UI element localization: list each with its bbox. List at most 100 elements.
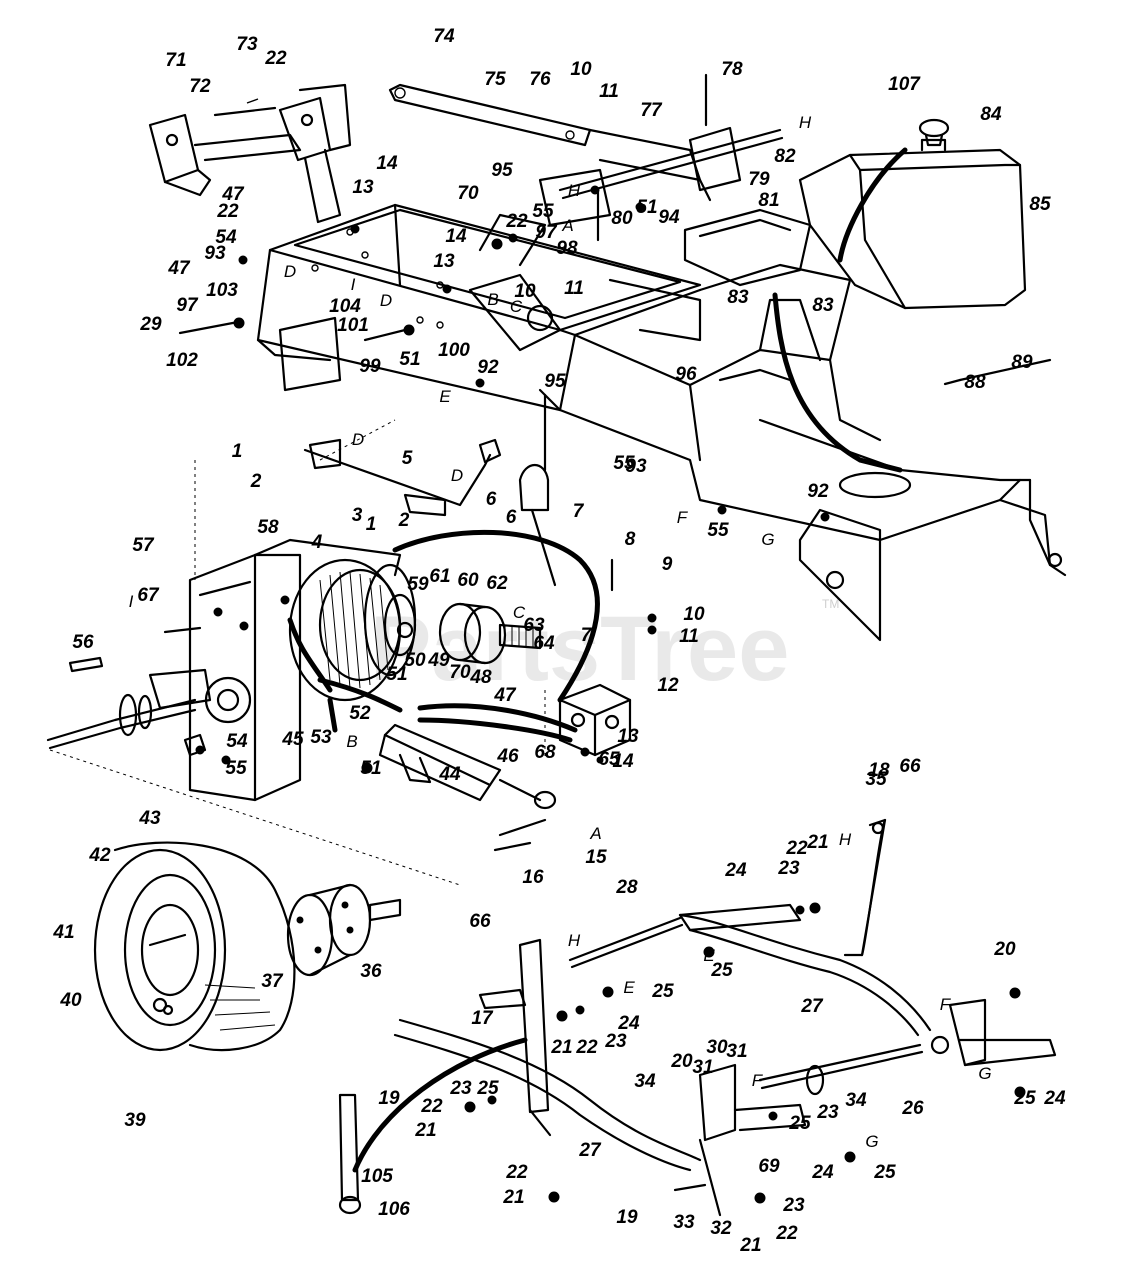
part-callout-55: 55 <box>225 758 247 779</box>
part-callout-65: 65 <box>598 749 620 770</box>
part-callout-57: 57 <box>132 535 155 556</box>
part-callout-7: 7 <box>581 625 593 646</box>
part-callout-44: 44 <box>438 764 461 785</box>
throttle-cable <box>943 358 1052 386</box>
connection-letter-d: D <box>380 291 392 310</box>
connection-letter-e: E <box>439 387 451 406</box>
part-callout-24: 24 <box>811 1162 834 1183</box>
part-callout-5: 5 <box>402 448 413 469</box>
part-callout-92: 92 <box>807 481 829 502</box>
part-callout-27: 27 <box>800 996 824 1017</box>
part-callout-97: 97 <box>176 295 199 316</box>
part-callout-15: 15 <box>585 847 607 868</box>
part-callout-28: 28 <box>615 877 638 898</box>
part-callout-25: 25 <box>873 1162 896 1183</box>
part-callout-46: 46 <box>496 746 519 767</box>
part-callout-20: 20 <box>993 939 1016 960</box>
part-callout-78: 78 <box>721 59 743 80</box>
part-callout-2: 2 <box>250 471 262 492</box>
part-callout-11: 11 <box>679 626 699 647</box>
part-callout-55: 55 <box>707 520 729 541</box>
part-callout-13: 13 <box>433 251 455 272</box>
part-callout-51: 51 <box>399 349 420 370</box>
connection-letter-i: I <box>351 275 356 294</box>
connection-letter-c: C <box>510 297 523 316</box>
part-callout-94: 94 <box>658 207 680 228</box>
part-callout-50: 50 <box>404 650 426 671</box>
part-callout-31: 31 <box>726 1041 747 1062</box>
part-callout-53: 53 <box>310 727 332 748</box>
part-callout-1: 1 <box>366 514 377 535</box>
part-callout-23: 23 <box>782 1195 805 1216</box>
part-callout-6: 6 <box>486 489 497 510</box>
part-callout-34: 34 <box>634 1071 656 1092</box>
part-callout-33: 33 <box>673 1212 695 1233</box>
part-callout-80: 80 <box>611 208 633 229</box>
part-callout-51: 51 <box>386 664 407 685</box>
control-rod <box>303 438 557 587</box>
connection-letter-d: D <box>451 466 463 485</box>
part-callout-23: 23 <box>816 1102 839 1123</box>
part-callout-76: 76 <box>529 69 551 90</box>
part-callout-21: 21 <box>739 1235 761 1256</box>
connection-letter-e: E <box>623 978 635 997</box>
part-callout-48: 48 <box>469 667 492 688</box>
part-callout-70: 70 <box>457 183 479 204</box>
part-callout-42: 42 <box>88 845 111 866</box>
part-callout-81: 81 <box>758 190 779 211</box>
part-callout-22: 22 <box>785 838 808 859</box>
part-callout-77: 77 <box>640 100 663 121</box>
part-callout-10: 10 <box>570 59 592 80</box>
part-callout-22: 22 <box>505 1162 528 1183</box>
part-callout-35: 35 <box>865 769 887 790</box>
part-callout-104: 104 <box>329 296 361 317</box>
part-callout-74: 74 <box>433 26 455 47</box>
lift-rod <box>538 126 784 227</box>
part-callout-102: 102 <box>166 350 198 371</box>
part-callout-82: 82 <box>774 146 796 167</box>
part-callout-68: 68 <box>534 742 556 763</box>
part-callout-36: 36 <box>360 961 382 982</box>
part-callout-22: 22 <box>575 1037 598 1058</box>
part-callout-25: 25 <box>710 960 733 981</box>
hydro-pump-fan <box>288 558 417 702</box>
part-callout-54: 54 <box>215 227 237 248</box>
part-callout-30: 30 <box>706 1037 728 1058</box>
part-callout-66: 66 <box>899 756 921 777</box>
connection-letter-h: H <box>568 931 581 950</box>
part-callout-98: 98 <box>556 238 578 259</box>
part-callout-93: 93 <box>204 243 226 264</box>
hydraulic-hoses <box>287 529 600 743</box>
connection-letter-d: D <box>284 262 296 281</box>
part-callout-85: 85 <box>1029 194 1051 215</box>
part-callout-95: 95 <box>491 160 513 181</box>
part-callout-39: 39 <box>124 1110 146 1131</box>
part-callout-41: 41 <box>52 922 74 943</box>
part-callout-96: 96 <box>675 364 697 385</box>
part-callout-63: 63 <box>523 615 545 636</box>
part-callout-7: 7 <box>573 501 585 522</box>
part-callout-23: 23 <box>604 1031 627 1052</box>
assembly-leaders <box>49 395 546 886</box>
control-valve <box>558 683 632 764</box>
part-callout-31: 31 <box>692 1057 713 1078</box>
part-callout-25: 25 <box>476 1078 499 1099</box>
part-callout-22: 22 <box>420 1096 443 1117</box>
part-callout-17: 17 <box>471 1008 494 1029</box>
part-callout-107: 107 <box>888 74 921 95</box>
axle-bracket-assembly <box>148 83 352 224</box>
part-callout-79: 79 <box>748 169 770 190</box>
part-callout-64: 64 <box>533 633 555 654</box>
part-callout-21: 21 <box>502 1187 524 1208</box>
part-callout-67: 67 <box>137 585 160 606</box>
part-callout-14: 14 <box>445 226 467 247</box>
part-callout-26: 26 <box>901 1098 924 1119</box>
part-callout-21: 21 <box>414 1120 436 1141</box>
watermark-text: PartsTree <box>370 598 789 700</box>
mower-lift-linkage <box>338 818 1057 1217</box>
part-callout-13: 13 <box>352 177 374 198</box>
part-callout-56: 56 <box>72 632 94 653</box>
part-callout-73: 73 <box>236 34 258 55</box>
